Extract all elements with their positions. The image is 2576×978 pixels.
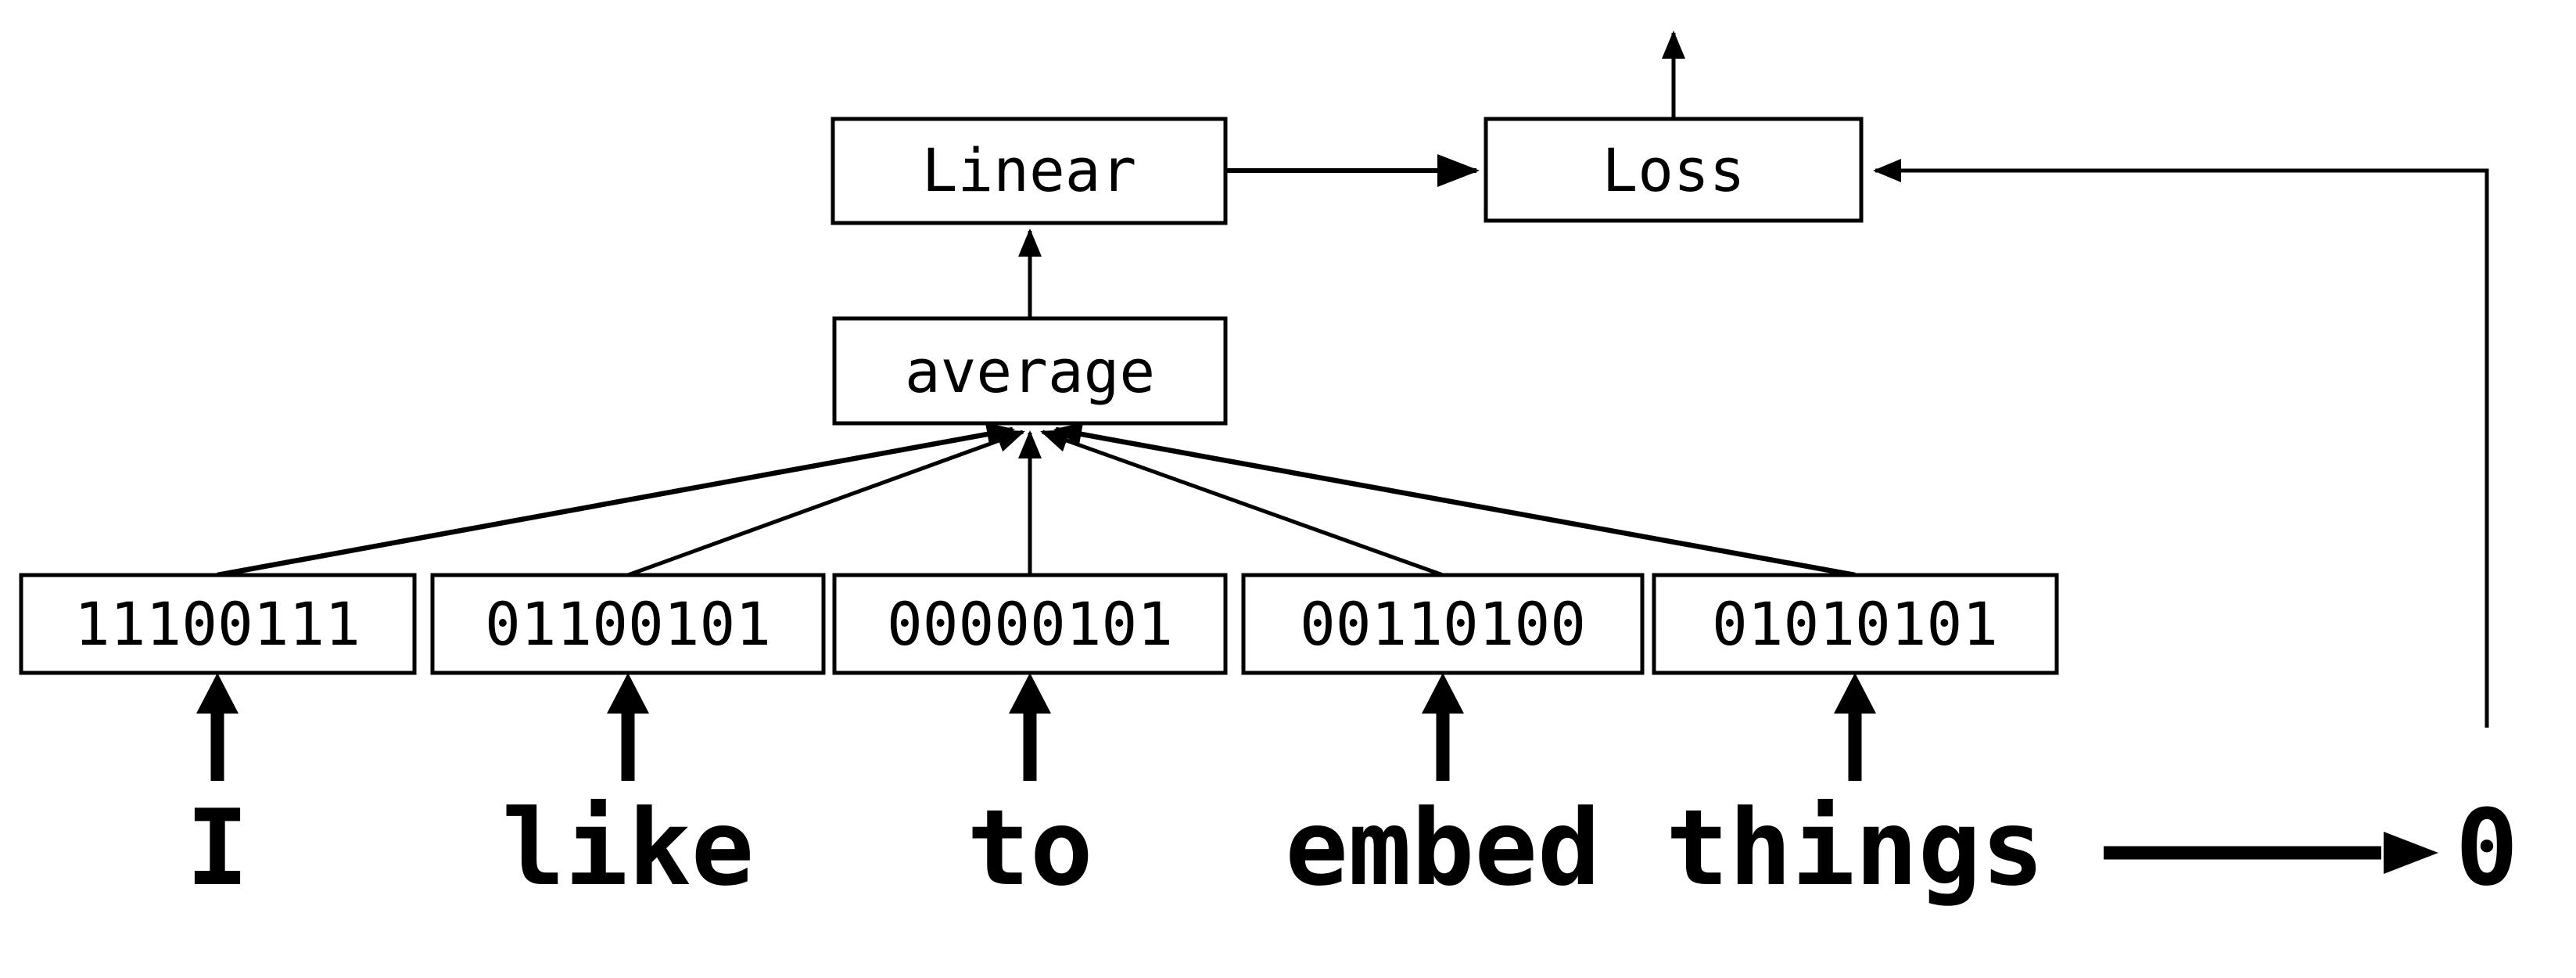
embedding-bits-3: 00000101 (887, 589, 1173, 659)
embedding-box-1 (19, 573, 417, 675)
embedding-bits-2: 01100101 (485, 589, 771, 659)
arrow-bits2-to-average (627, 430, 1025, 577)
embedding-box-4 (1241, 573, 1645, 675)
arrow-word5-to-embedding (1834, 673, 1876, 781)
arrow-bits1-to-average (217, 422, 1015, 578)
embedding-box-2 (430, 573, 826, 675)
arrow-bits4-to-average (1040, 429, 1444, 577)
arrow-target-to-loss (1873, 159, 2489, 728)
embedding-box-3 (832, 573, 1228, 675)
input-word-3: to (967, 787, 1092, 909)
arrow-word3-to-embedding (1009, 673, 1051, 781)
arrow-bits5-to-average (1053, 422, 1856, 578)
input-word-5: things (1666, 787, 2044, 909)
arrow-word1-to-embedding (196, 673, 239, 781)
input-word-2: like (502, 787, 755, 909)
embedding-bits-1: 11100111 (74, 589, 361, 659)
embedding-bits-4: 00110100 (1300, 589, 1586, 659)
target-value: 0 (2456, 787, 2519, 909)
average-label: average (905, 336, 1155, 406)
average-box (832, 316, 1228, 426)
input-word-1: I (186, 787, 249, 909)
arrow-things-to-target (2104, 832, 2438, 874)
embedding-box-5 (1652, 573, 2059, 675)
embedding-bits-5: 01010101 (1712, 589, 1998, 659)
loss-label: Loss (1602, 135, 1745, 205)
linear-label: Linear (922, 135, 1137, 205)
arrow-word2-to-embedding (607, 673, 649, 781)
loss-box (1484, 117, 1864, 223)
linear-box (831, 117, 1228, 225)
arrow-word4-to-embedding (1422, 673, 1464, 781)
input-word-4: embed (1285, 787, 1600, 909)
